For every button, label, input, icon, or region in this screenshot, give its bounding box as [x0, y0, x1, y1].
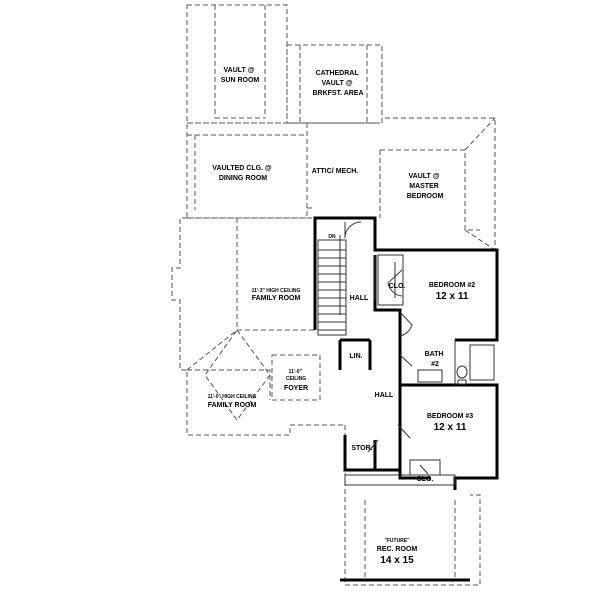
- linen-label: LIN.: [349, 353, 362, 360]
- lower-level-outline: [171, 4, 496, 586]
- dining-room-label: VAULTED CLG. @ DINING ROOM: [212, 165, 273, 182]
- bedroom-3-size: 12 x 11: [434, 422, 467, 433]
- foyer-label: FOYER: [284, 385, 308, 392]
- attic-label: ATTIC/ MECH.: [312, 168, 359, 175]
- upper-level-walls: [313, 216, 499, 582]
- family-lower-ceiling: 11'-0" HIGH CEILING: [208, 394, 257, 400]
- rec-room-future: "FUTURE": [384, 538, 410, 544]
- rec-room-size: 14 x 15: [380, 555, 414, 566]
- bedroom-2-size: 12 x 11: [436, 291, 469, 302]
- family-upper-label: FAMILY ROOM: [252, 295, 301, 302]
- doors: [344, 221, 429, 475]
- bath-2-label: BATH #2: [425, 351, 446, 368]
- family-upper-ceiling: 11'-3" HIGH CEILING: [252, 288, 301, 294]
- hall-upper-label: HALL: [350, 295, 369, 302]
- bedroom-2-label: BEDROOM #2: [429, 282, 475, 289]
- hall-lower-label: HALL: [375, 392, 394, 399]
- rec-room-label: REC. ROOM: [377, 546, 418, 553]
- closet-2-label: CLO.: [417, 476, 434, 483]
- room-labels: VAULT @ SUN ROOM CATHEDRAL VAULT @ BRKFS…: [208, 67, 476, 566]
- stair-down-label: DN: [328, 234, 336, 240]
- master-bedroom-label: VAULT @ MASTER BEDROOM: [407, 173, 444, 200]
- bedroom-3-label: BEDROOM #3: [427, 413, 473, 420]
- staircase: [317, 235, 347, 336]
- breakfast-area-label: CATHEDRAL VAULT @ BRKFST. AREA: [312, 70, 363, 97]
- fixtures: [344, 254, 495, 486]
- foyer-ceiling: 11'-0" CEILING: [286, 369, 306, 382]
- closet-1-label: CLO.: [389, 283, 406, 290]
- storage-label: STOR.: [351, 445, 372, 452]
- sun-room-label: VAULT @ SUN ROOM: [221, 67, 260, 84]
- family-lower-label: FAMILY ROOM: [208, 402, 257, 409]
